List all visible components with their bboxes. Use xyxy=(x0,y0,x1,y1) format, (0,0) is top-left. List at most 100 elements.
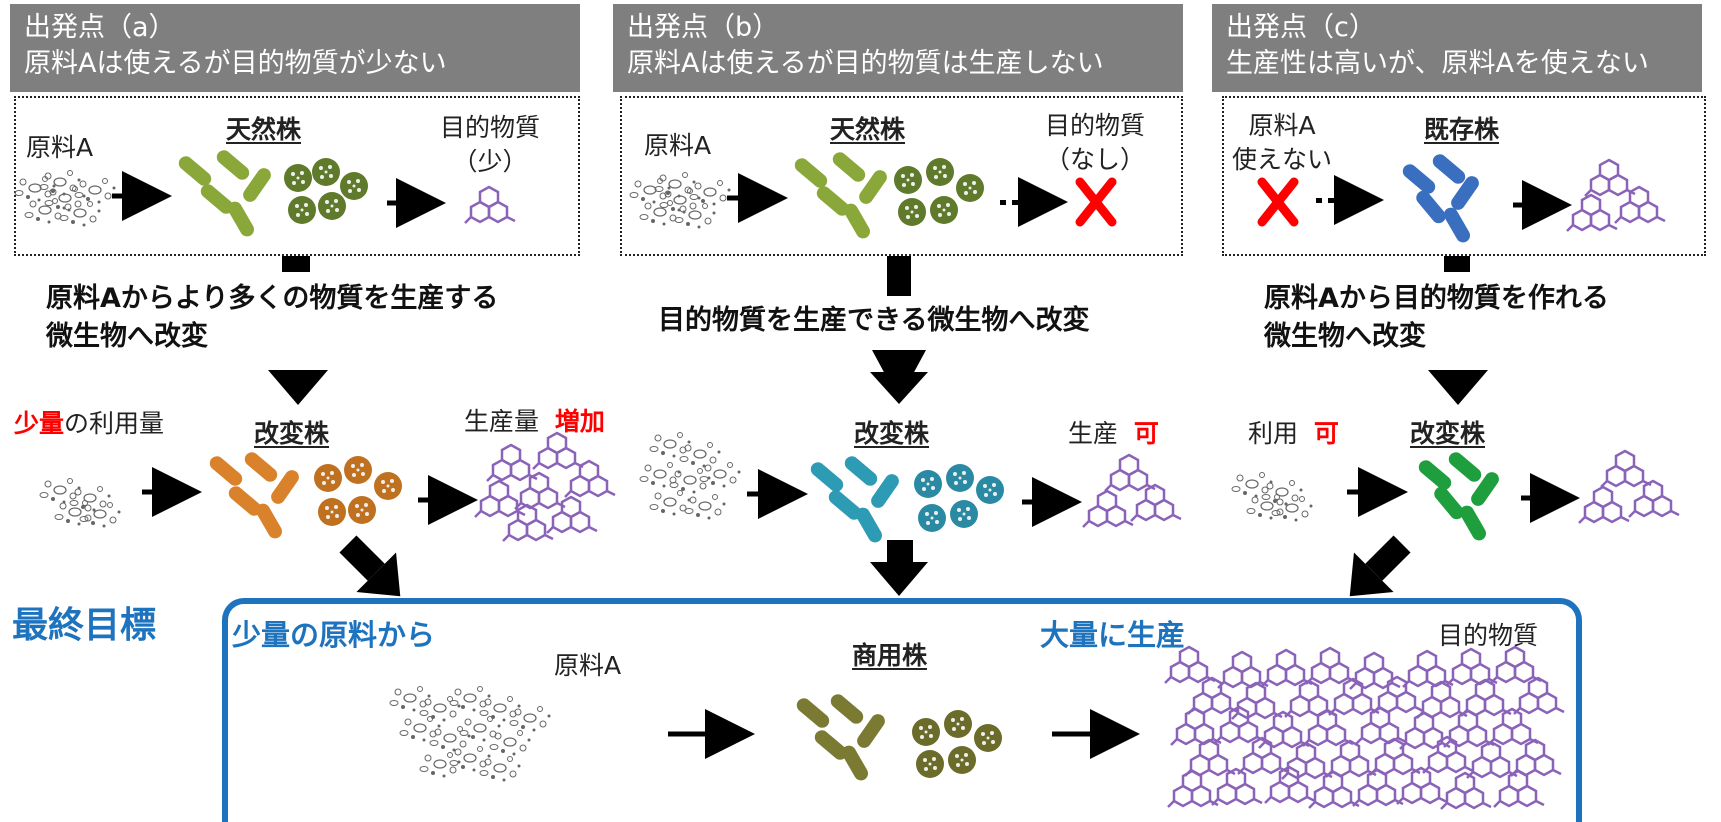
molecule-icon xyxy=(1465,740,1519,780)
diagonal-arrow-a xyxy=(339,535,401,597)
modified-a-input-rest: の利用量 xyxy=(64,409,165,438)
panel-a-header-subtitle: 原料Aは使えるが目的物質が少ない xyxy=(24,48,447,79)
raw-material-small-a xyxy=(39,477,122,529)
modified-a-output-label: 生産量 増加 xyxy=(464,402,605,438)
final-goal-box xyxy=(222,598,1582,822)
panel-c-header: 出発点（c） 生産性は高いが、原料Aを使えない xyxy=(1212,4,1702,92)
down-arrow-a xyxy=(268,370,328,405)
panel-b-output-qualifier: （なし） xyxy=(1044,145,1145,174)
cross-icon-b xyxy=(1075,177,1117,227)
modified-strain-rods-c xyxy=(1418,452,1499,541)
goal-input-label: 原料A xyxy=(554,651,622,680)
molecule-icon xyxy=(1230,681,1284,721)
panel-b-box xyxy=(620,96,1183,256)
existing-strain-rods xyxy=(1402,154,1479,243)
molecule-icon xyxy=(1401,649,1455,689)
modified-strain-rods-b xyxy=(810,456,899,543)
molecule-icon xyxy=(1445,647,1499,687)
panel-a-input-label: 原料A xyxy=(26,133,94,162)
modified-c-strain-label: 改変株 xyxy=(1410,419,1486,448)
raw-material-c-modified xyxy=(1231,471,1314,523)
down-arrow-c xyxy=(1428,370,1488,405)
natural-strain-rods-a xyxy=(178,150,271,237)
molecule-cluster-c-top xyxy=(1565,158,1667,233)
goal-right-caption: 大量に生産 xyxy=(1040,618,1186,652)
modified-c-input-red: 可 xyxy=(1313,419,1339,448)
molecule-icon xyxy=(1260,648,1314,688)
molecule-icon xyxy=(1169,707,1223,747)
raw-material-goal xyxy=(389,685,552,783)
molecule-icon xyxy=(1304,646,1358,686)
dotted-arrow-b xyxy=(1000,177,1068,227)
panel-c-header-subtitle: 生産性は高いが、原料Aを使えない xyxy=(1226,48,1649,79)
modified-b-output-red: 可 xyxy=(1133,419,1159,448)
molecule-cluster-c xyxy=(1577,449,1681,525)
panel-b-header-title: 出発点（b） xyxy=(627,12,780,43)
molecule-icon-small xyxy=(463,185,517,225)
commercial-strain-rods xyxy=(796,694,885,781)
goal-strain-label: 商用株 xyxy=(852,641,928,670)
molecule-icon xyxy=(1166,769,1220,809)
molecule-icon xyxy=(1489,645,1543,685)
modified-a-output-text: 生産量 xyxy=(464,407,540,436)
panel-a-output-label: 目的物質 xyxy=(440,113,541,142)
molecule-cluster-a xyxy=(473,431,617,543)
panel-c-input-qualifier: 使えない xyxy=(1231,145,1332,174)
molecule-icon xyxy=(1512,676,1566,716)
molecule-icon xyxy=(1398,711,1452,751)
modified-strain-rods-a xyxy=(209,452,299,539)
raw-material-b-modified xyxy=(639,431,742,521)
goal-output-label: 目的物質 xyxy=(1438,621,1539,650)
molecule-icon xyxy=(1439,771,1493,811)
modification-c-line2: 微生物へ改変 xyxy=(1264,321,1426,352)
panel-b-strain-label: 天然株 xyxy=(830,115,906,144)
panel-c-box xyxy=(1222,96,1706,256)
panel-b-header: 出発点（b） 原料Aは使えるが目的物質は生産しない xyxy=(613,4,1183,92)
modification-a-line1: 原料Aからより多くの物質を生産する xyxy=(46,283,499,314)
modified-c-input-label: 利用 可 xyxy=(1248,414,1339,450)
panel-c-header-title: 出発点（c） xyxy=(1226,12,1376,43)
panel-a-output-qualifier: （少） xyxy=(452,147,528,176)
modified-a-input-red: 少量 xyxy=(14,409,65,438)
panel-b-output-label: 目的物質 xyxy=(1044,111,1145,140)
molecule-icon xyxy=(1280,741,1334,781)
modified-a-input-label: 少量の利用量 xyxy=(14,404,164,440)
panel-a-header-title: 出発点（a） xyxy=(24,12,176,43)
dotted-arrow-c xyxy=(1316,175,1384,225)
natural-strain-rods-b xyxy=(794,152,887,239)
panel-a-header: 出発点（a） 原料Aは使えるが目的物質が少ない xyxy=(10,4,580,92)
panel-b-input-label: 原料A xyxy=(644,131,712,160)
molecule-icon xyxy=(1301,708,1355,748)
molecule-cluster-b xyxy=(1081,453,1183,529)
molecule-cluster-goal xyxy=(1163,645,1566,811)
down-arrow-b-goal xyxy=(870,540,928,596)
modified-c-input-text: 利用 xyxy=(1248,419,1299,448)
down-arrow-b xyxy=(870,352,928,404)
modified-strain-cocci-a xyxy=(314,456,402,526)
commercial-strain-cocci xyxy=(912,710,1002,778)
raw-material-a-icon-a xyxy=(14,169,117,228)
modified-strain-cocci-b xyxy=(914,464,1004,532)
goal-left-caption: 少量の原料から xyxy=(232,618,436,652)
modified-b-output-label: 生産 可 xyxy=(1068,414,1159,450)
panel-a-strain-label: 天然株 xyxy=(226,115,302,144)
molecule-icon xyxy=(1216,650,1270,690)
panel-c-input-label: 原料A xyxy=(1248,111,1316,140)
modification-a-line2: 微生物へ改変 xyxy=(46,321,208,352)
modified-a-strain-label: 改変株 xyxy=(254,419,330,448)
natural-strain-cocci-b xyxy=(894,158,984,226)
modified-b-strain-label: 改変株 xyxy=(854,419,930,448)
natural-strain-cocci-a xyxy=(284,158,368,224)
panel-a-box xyxy=(14,96,580,256)
final-goal-title: 最終目標 xyxy=(12,605,157,646)
modification-c-line1: 原料Aから目的物質を作れる xyxy=(1264,283,1609,314)
panel-c-strain-label: 既存株 xyxy=(1424,115,1500,144)
modified-b-output-text: 生産 xyxy=(1068,419,1119,448)
panel-b-header-subtitle: 原料Aは使えるが目的物質は生産しない xyxy=(627,48,1104,79)
modification-b-line1: 目的物質を生産できる微生物へ改変 xyxy=(658,305,1090,336)
raw-material-a-icon-b xyxy=(629,171,732,230)
cross-icon-c xyxy=(1257,177,1299,227)
modified-a-output-red: 増加 xyxy=(554,407,605,436)
molecule-icon xyxy=(1348,651,1402,691)
